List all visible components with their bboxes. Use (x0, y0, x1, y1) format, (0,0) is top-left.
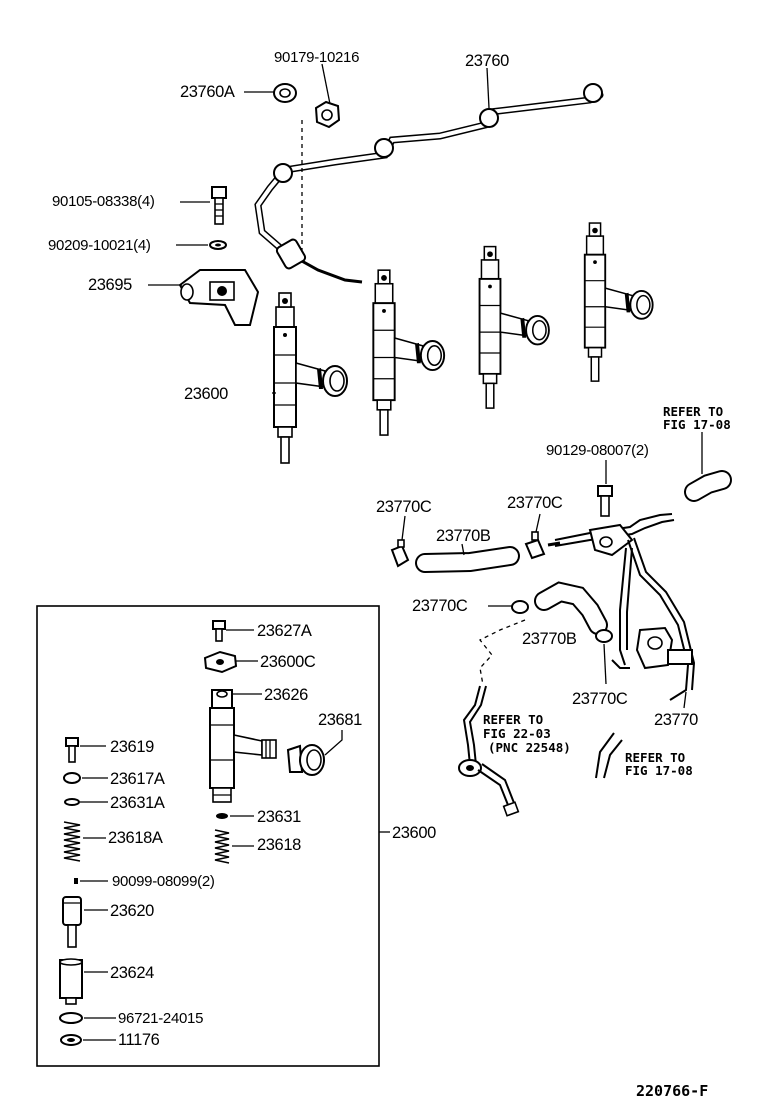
bolt-90105 (211, 186, 227, 225)
clamp-23695 (178, 269, 260, 326)
label-23770c-2: 23770C (507, 494, 563, 512)
ref2-line2: FIG 22-03 (483, 726, 551, 741)
label-23627a: 23627A (257, 622, 312, 640)
o-ring-96721 (59, 1012, 116, 1024)
hose-to-fig-17-08-top (684, 432, 732, 502)
clip-23770c-2 (524, 513, 546, 560)
label-90129: 90129-08007(2) (546, 442, 649, 459)
gasket-11176 (60, 1034, 116, 1046)
label-23600-box: 23600 (392, 824, 436, 842)
label-90105: 90105-08338(4) (52, 193, 155, 210)
hose-to-fig-17-08-bottom (595, 732, 623, 779)
label-90099: 90099-08099(2) (112, 873, 215, 890)
exploded-view-frame (36, 605, 380, 1067)
label-23618a: 23618A (108, 829, 163, 847)
label-23631a: 23631A (110, 794, 165, 812)
injector-1 (273, 292, 348, 464)
nozzle-23620 (62, 896, 108, 948)
label-23620: 23620 (110, 902, 154, 920)
screw-23627a (212, 620, 254, 642)
pin-90099 (74, 878, 108, 884)
label-23681: 23681 (318, 711, 362, 729)
pipe-to-fig-22-03 (458, 619, 526, 817)
label-23626: 23626 (264, 686, 308, 704)
spring-23618 (214, 829, 254, 864)
retaining-nut-23624 (59, 958, 108, 1005)
label-23760a: 23760A (180, 83, 235, 101)
injector-4 (583, 222, 654, 383)
spring-23618a (63, 821, 106, 862)
label-23770: 23770 (654, 711, 698, 729)
label-23618: 23618 (257, 836, 301, 854)
ref3-line2: FIG 17-08 (625, 763, 693, 778)
washer-90209 (209, 240, 227, 250)
label-23619: 23619 (110, 738, 154, 756)
label-11176: 11176 (118, 1031, 160, 1049)
label-90209: 90209-10021(4) (48, 237, 151, 254)
seat-23631 (216, 813, 254, 819)
label-23600c: 23600C (260, 653, 316, 671)
clip-23770c-1 (390, 515, 410, 568)
label-23624: 23624 (110, 964, 154, 982)
label-23617a: 23617A (110, 770, 165, 788)
clip-23770c-4 (595, 629, 613, 685)
figure-id: 220766-F (636, 1082, 708, 1100)
bolt-90129 (597, 485, 613, 517)
pin-23619 (65, 737, 106, 763)
label-23770c-4: 23770C (572, 690, 628, 708)
retaining-plate-23600c (203, 650, 258, 674)
spacer-23617a (63, 772, 108, 784)
label-23770c-3: 23770C (412, 597, 468, 615)
ref1-line1: REFER TO (663, 404, 723, 419)
label-23695: 23695 (88, 276, 132, 294)
nozzle-holder-body-23626 (209, 689, 277, 803)
label-23770b-1: 23770B (436, 527, 491, 545)
ref3-line1: REFER TO (625, 750, 685, 765)
label-23631: 23631 (257, 808, 301, 826)
shim-23631a (64, 798, 108, 806)
leakage-pipe-23770 (547, 513, 696, 701)
label-23600-top: 23600 (184, 385, 228, 403)
connector-23681 (286, 730, 343, 776)
label-96721: 96721-24015 (118, 1010, 203, 1027)
nut-90179 (314, 100, 341, 129)
hose-23770b-upper (415, 543, 520, 573)
ref1-line2: FIG 17-08 (663, 417, 731, 432)
injection-pipe-23760 (254, 83, 604, 284)
washer-23760a (273, 83, 297, 103)
label-23770b-2: 23770B (522, 630, 577, 648)
hose-23770b-lower (534, 581, 608, 635)
clip-23770c-3 (488, 600, 529, 614)
injector-3 (478, 245, 550, 410)
label-23760: 23760 (465, 52, 509, 70)
injector-2 (372, 269, 446, 437)
ref2-line3: (PNC 22548) (488, 740, 571, 755)
label-23770c-1: 23770C (376, 498, 432, 516)
ref2-line1: REFER TO (483, 712, 543, 727)
label-90179: 90179-10216 (274, 49, 359, 66)
